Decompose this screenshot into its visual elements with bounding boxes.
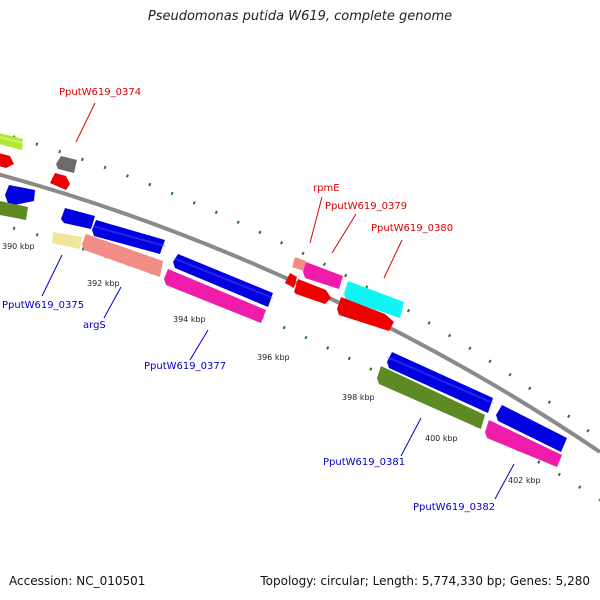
scale-label: 398 kbp (342, 393, 375, 402)
map-title: Pseudomonas putida W619, complete genome (147, 9, 453, 24)
gene-arrow (164, 269, 266, 323)
label-leaders (41, 102, 515, 500)
scale-label: 400 kbp (425, 434, 458, 443)
gene-arrow (292, 257, 306, 271)
gene-arrow (303, 262, 343, 289)
gene-arrow (337, 297, 394, 331)
gene-arrow (92, 220, 165, 254)
scale-labels: 390 kbp 392 kbp 394 kbp 396 kbp 398 kbp … (2, 242, 541, 485)
gene-label-outer: PputW619_0374 (59, 87, 141, 98)
scale-label: 396 kbp (257, 353, 290, 362)
gene-label-inner: PputW619_0381 (323, 457, 405, 468)
genome-summary-text: Topology: circular; Length: 5,774,330 bp… (260, 574, 590, 588)
gene-label-outer: PputW619_0379 (325, 201, 407, 212)
outer-strand-genes (0, 133, 567, 467)
gene-arrow (82, 234, 163, 277)
scale-label: 402 kbp (508, 476, 541, 485)
scale-label: 394 kbp (173, 315, 206, 324)
gene-arrow (61, 208, 95, 229)
gene-arrow (0, 153, 14, 168)
gene-arrow (485, 420, 562, 467)
gene-labels: PputW619_0374 rpmE PputW619_0379 PputW61… (2, 87, 495, 513)
gene-arrow (377, 366, 485, 429)
scale-label: 392 kbp (87, 279, 120, 288)
gene-arrow (387, 352, 493, 413)
gene-arrow (294, 279, 331, 304)
gene-arrow (56, 156, 77, 173)
scale-label: 390 kbp (2, 242, 35, 251)
gene-arrow (496, 405, 567, 452)
gene-arrow (285, 273, 297, 288)
gene-label-outer: rpmE (313, 183, 340, 194)
gene-arrow (344, 281, 404, 318)
gene-label-inner: PputW619_0382 (413, 502, 495, 513)
gene-label-inner: PputW619_0375 (2, 300, 84, 311)
gene-arrow (0, 201, 28, 220)
gene-label-outer: PputW619_0380 (371, 223, 453, 234)
gene-arrow (0, 133, 23, 150)
gene-arrow (5, 185, 35, 206)
gene-arrow (52, 232, 82, 249)
inner-tick-ring (0, 223, 600, 502)
gene-label-inner: argS (83, 320, 106, 331)
gene-arrow (173, 254, 273, 307)
gene-shading (0, 136, 494, 404)
gene-label-inner: PputW619_0377 (144, 361, 226, 372)
gene-arrow (50, 173, 70, 190)
accession-text: Accession: NC_010501 (9, 574, 146, 588)
